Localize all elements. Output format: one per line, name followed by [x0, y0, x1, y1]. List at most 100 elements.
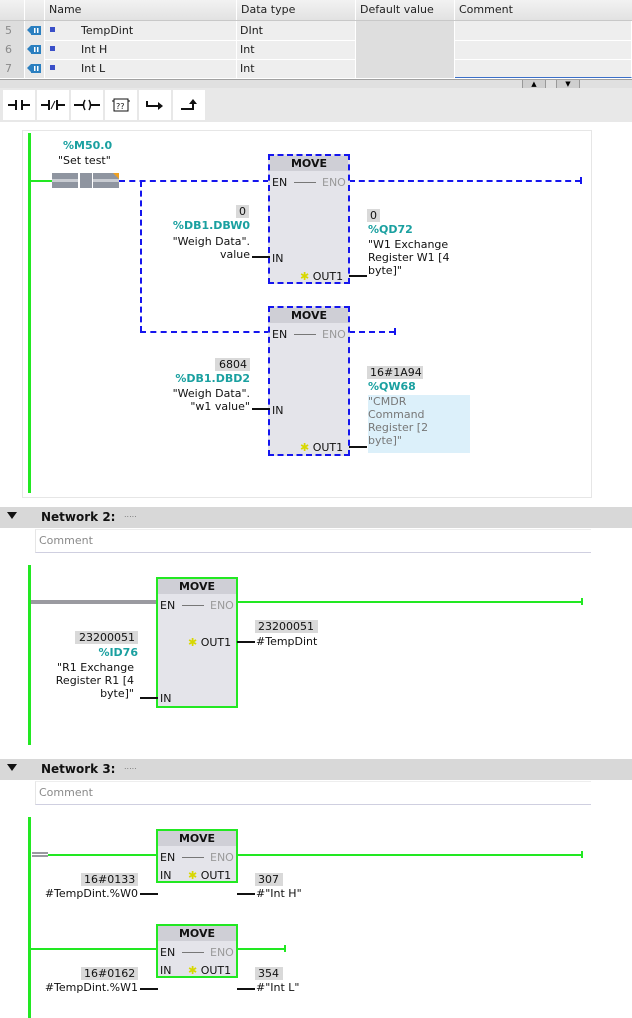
move-block-2[interactable]: MOVE EN ENO IN ✱ OUT1	[268, 306, 350, 456]
in-symbol[interactable]: "Weigh Data". "w1 value"	[172, 387, 250, 413]
collapse-triangle-icon[interactable]	[7, 512, 17, 519]
normally-open-contact-button[interactable]	[3, 90, 35, 120]
network-title-field[interactable]: .....	[124, 762, 137, 771]
in-monitor-value: 6804	[215, 358, 250, 371]
contact-address: %M50.0	[63, 139, 113, 152]
in-address[interactable]: %ID76	[98, 646, 138, 659]
network-title: Network 2:	[41, 510, 116, 524]
in-wire	[252, 256, 270, 258]
row-datatype[interactable]: Int	[237, 59, 356, 78]
normally-closed-contact-button[interactable]	[37, 90, 69, 120]
row-datatype[interactable]: DInt	[237, 21, 356, 40]
move-block-3[interactable]: MOVE EN ENO ✱ OUT1 IN	[156, 577, 238, 708]
wire-end	[581, 851, 583, 858]
member-icon	[50, 46, 55, 51]
block-title: MOVE	[270, 156, 348, 171]
in-symbol[interactable]: "Weigh Data". value	[172, 235, 250, 261]
out-symbol[interactable]: #TempDint	[256, 635, 318, 648]
header-name[interactable]: Name	[45, 0, 237, 20]
row-default[interactable]	[356, 21, 455, 40]
scroll-down-button[interactable]: ▼	[556, 80, 580, 88]
network-2-comment[interactable]: Comment	[35, 529, 591, 553]
out-address[interactable]: %QW68	[368, 380, 416, 393]
table-header: Name Data type Default value Comment	[0, 0, 632, 21]
header-comment[interactable]: Comment	[459, 3, 513, 16]
in-symbol[interactable]: "R1 Exchange Register R1 [4 byte]"	[55, 661, 134, 700]
scroll-up-button[interactable]: ▲	[522, 80, 546, 88]
in-address[interactable]: %DB1.DBD2	[175, 372, 250, 385]
header-rownum	[0, 0, 25, 20]
wire-end	[284, 945, 286, 952]
out-symbol[interactable]: #"Int L"	[256, 981, 300, 994]
in-symbol[interactable]: #TempDint.%W0	[44, 887, 138, 900]
eno-pin: ENO	[210, 851, 234, 864]
table-row[interactable]: 6 Int H Int	[0, 40, 632, 60]
row-comment[interactable]	[455, 40, 632, 59]
contact-state-icon	[52, 173, 119, 188]
table-row[interactable]: 7 Int L Int	[0, 59, 632, 79]
network-title-field[interactable]: .....	[124, 510, 137, 519]
move-block-5[interactable]: MOVE EN ENO IN ✱ OUT1	[156, 924, 238, 978]
powered-wire	[236, 854, 583, 856]
row-comment[interactable]	[455, 59, 632, 78]
header-default[interactable]: Default value	[356, 0, 455, 20]
input-output-icon	[25, 59, 45, 78]
row-default[interactable]	[356, 59, 455, 78]
in-pin: IN	[160, 869, 172, 882]
normally-open-contact-icon	[8, 100, 30, 110]
row-datatype[interactable]: Int	[237, 40, 356, 59]
out-monitor-value: 16#1A94	[367, 366, 423, 379]
network-3-comment[interactable]: Comment	[35, 781, 591, 805]
row-name[interactable]: Int H	[45, 40, 237, 59]
in-wire	[140, 893, 158, 895]
out-wire	[237, 893, 255, 895]
in-wire	[252, 408, 270, 410]
out-wire	[349, 275, 367, 277]
close-branch-button[interactable]	[173, 90, 205, 120]
open-branch-button[interactable]	[139, 90, 171, 120]
unknown-wire	[349, 331, 395, 333]
double-wire	[31, 600, 157, 604]
out-wire	[349, 446, 367, 448]
power-rail	[28, 817, 31, 1018]
header-datatype[interactable]: Data type	[237, 0, 356, 20]
out-wire	[237, 641, 255, 643]
force-star-icon: ✱	[188, 869, 198, 882]
in-pin: IN	[272, 252, 284, 265]
powered-wire	[30, 948, 158, 950]
double-wire	[32, 852, 48, 857]
open-branch-icon	[146, 101, 163, 110]
row-default[interactable]	[356, 40, 455, 59]
coil-icon	[74, 99, 100, 111]
table-row[interactable]: 5 TempDint DInt	[0, 21, 632, 41]
coil-button[interactable]	[71, 90, 103, 120]
out-symbol[interactable]: "CMDR Command Register [2 byte]"	[368, 395, 470, 453]
row-name[interactable]: Int L	[45, 59, 237, 78]
collapse-triangle-icon[interactable]	[7, 764, 17, 771]
header-icon	[25, 0, 45, 20]
row-comment[interactable]	[455, 21, 632, 40]
out-address[interactable]: %QD72	[368, 223, 413, 236]
block-title: MOVE	[270, 308, 348, 323]
input-output-icon	[25, 21, 45, 40]
move-block-1[interactable]: MOVE EN ENO IN ✱ OUT1	[268, 154, 350, 284]
contact-set-test[interactable]	[52, 173, 119, 188]
network-2-header[interactable]: Network 2: .....	[0, 507, 632, 528]
normally-closed-contact-icon	[41, 100, 65, 110]
force-star-icon: ✱	[188, 636, 198, 649]
en-eno-line	[182, 857, 204, 858]
powered-wire	[236, 948, 286, 950]
unknown-wire	[349, 180, 581, 182]
empty-box-icon: ??	[112, 98, 130, 112]
out-symbol[interactable]: #"Int H"	[256, 887, 302, 900]
row-number: 6	[0, 40, 25, 59]
in-pin: IN	[160, 692, 172, 705]
row-number: 7	[0, 59, 25, 78]
in-address[interactable]: %DB1.DBW0	[172, 219, 250, 232]
empty-box-button[interactable]: ??	[105, 90, 137, 120]
out-symbol[interactable]: "W1 Exchange Register W1 [4 byte]"	[368, 238, 450, 277]
row-name[interactable]: TempDint	[45, 21, 237, 40]
in-symbol[interactable]: #TempDint.%W1	[44, 981, 138, 994]
network-3-header[interactable]: Network 3: .....	[0, 759, 632, 780]
move-block-4[interactable]: MOVE EN ENO IN ✱ OUT1	[156, 829, 238, 883]
